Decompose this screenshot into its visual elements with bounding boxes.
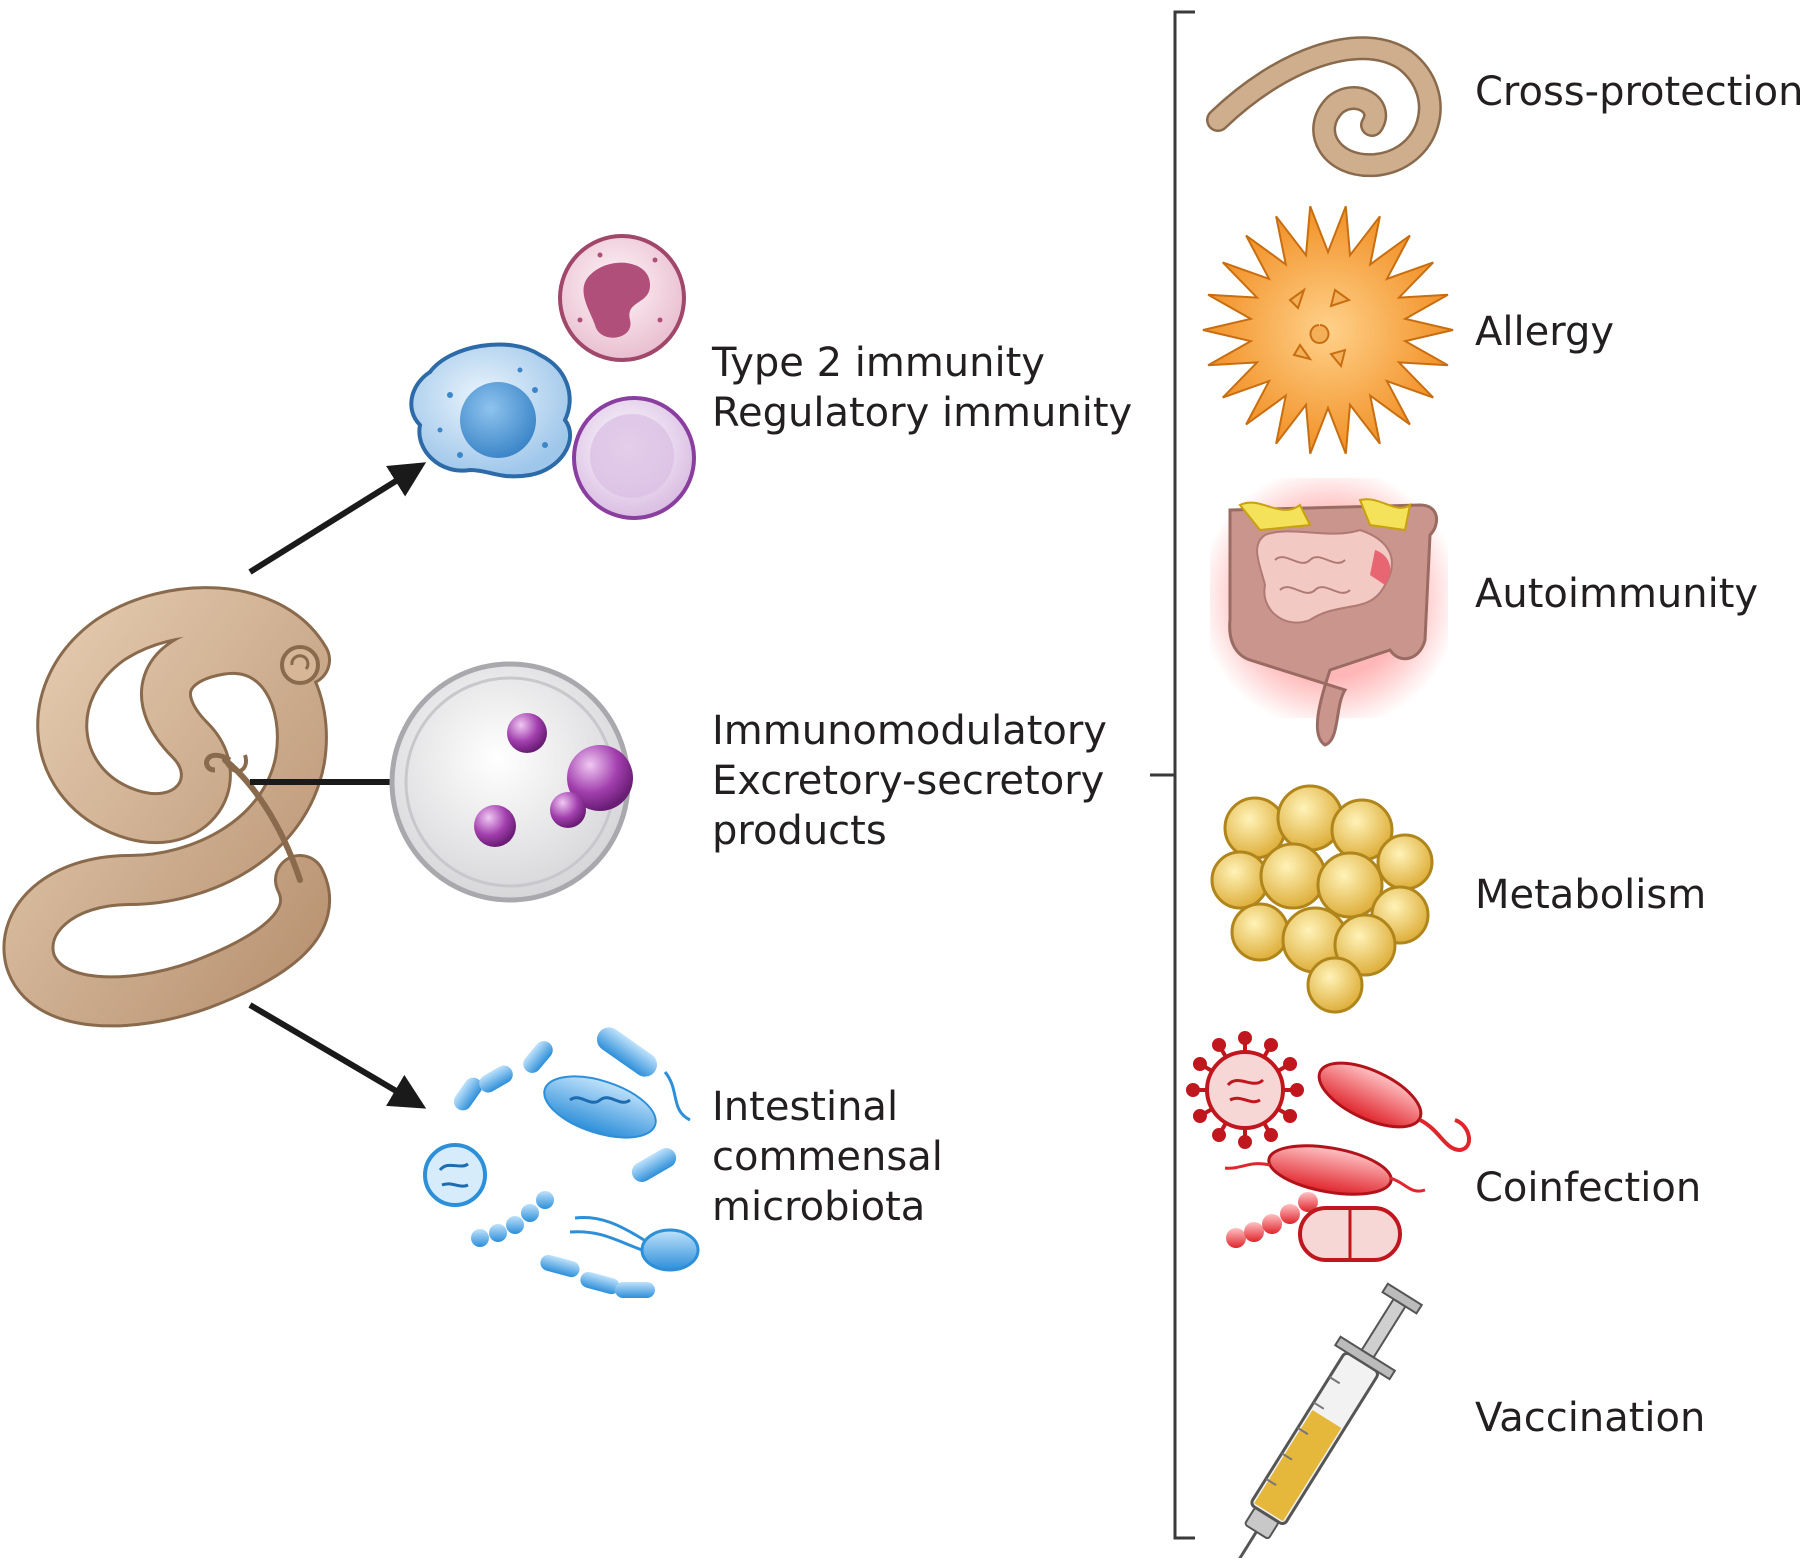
immune-cells-icon xyxy=(409,234,696,520)
bracket xyxy=(1150,10,1195,1540)
pollen-icon xyxy=(1202,205,1454,455)
worm-icon xyxy=(1206,36,1442,178)
inflamed-intestine-icon xyxy=(1210,478,1448,747)
label-autoimmunity: Autoimmunity xyxy=(1475,571,1759,617)
immunity-label: Type 2 immunity Regulatory immunity xyxy=(712,338,1132,438)
syringe-icon xyxy=(1223,1282,1424,1562)
immunity-label-line1: Type 2 immunity xyxy=(712,340,1045,386)
label-coinfection: Coinfection xyxy=(1475,1165,1702,1211)
microbiota-label-line2: commensal xyxy=(712,1134,943,1180)
microbiota-label-line3: microbiota xyxy=(712,1184,926,1230)
label-metabolism: Metabolism xyxy=(1475,872,1707,918)
label-cross-protection: Cross-protection xyxy=(1475,69,1800,115)
pathogens-icon xyxy=(1186,1031,1471,1262)
products-label-line2: Excretory-secretory xyxy=(712,758,1105,804)
label-allergy: Allergy xyxy=(1475,309,1615,355)
arrow-to-immunity xyxy=(248,462,427,575)
products-label-line3: products xyxy=(712,808,887,854)
microbiota-label: Intestinal commensal microbiota xyxy=(712,1082,943,1232)
products-label-line1: Immunomodulatory xyxy=(712,708,1107,754)
label-vaccination: Vaccination xyxy=(1475,1395,1706,1441)
helminth-worm-icon xyxy=(2,586,331,1028)
secretory-products-dish-icon xyxy=(389,661,633,903)
adipose-tissue-icon xyxy=(1210,784,1434,1014)
arrow-to-microbiota xyxy=(248,1002,427,1109)
immunity-label-line2: Regulatory immunity xyxy=(712,390,1133,436)
microbiota-label-line1: Intestinal xyxy=(712,1084,899,1130)
commensal-microbiota-icon xyxy=(423,1027,700,1298)
products-label: Immunomodulatory Excretory-secretory pro… xyxy=(712,706,1107,856)
